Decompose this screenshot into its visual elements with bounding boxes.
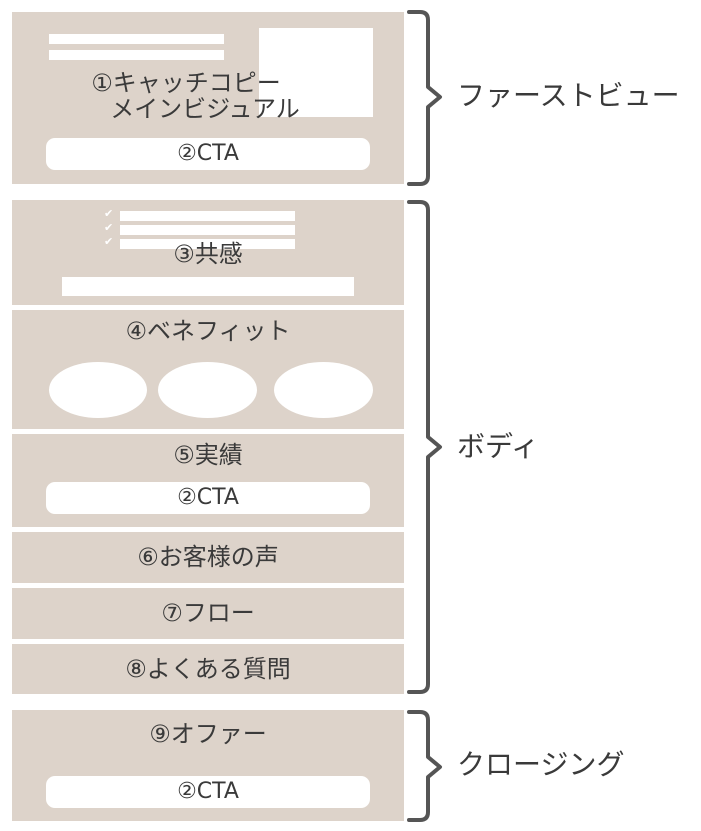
flow-label: ⑦フロー [161,599,255,627]
checklist-bar-2 [120,225,295,235]
body-group-label: ボディ [457,430,540,463]
check-icon: ✔ [104,235,114,248]
closing-brace [407,710,442,822]
offer-section: ⑨オファー ②CTA [12,710,404,821]
check-icon: ✔ [104,207,114,220]
cta-button: ②CTA [46,138,370,170]
faq-section: ⑧よくある質問 [12,644,404,694]
benefit-oval-1 [49,362,147,418]
faq-label: ⑧よくある質問 [125,655,291,683]
first-view-group-label: ファーストビュー [457,79,680,112]
checklist-bar-3 [120,239,295,249]
cta-button: ②CTA [46,776,370,808]
closing-group-label: クロージング [457,748,625,781]
main-visual-label: メインビジュアル [110,95,300,123]
catchcopy-label: ①キャッチコピー [91,69,281,97]
headline-placeholder-bar-2 [49,50,224,60]
customer-voice-section: ⑥お客様の声 [12,532,404,583]
benefit-label: ④ベネフィット [125,317,291,345]
results-label: ⑤実績 [173,441,243,469]
results-section: ⑤実績 ②CTA [12,434,404,527]
headline-placeholder-bar-1 [49,34,224,44]
first-view-section: ①キャッチコピー メインビジュアル ②CTA [12,12,404,184]
flow-section: ⑦フロー [12,588,404,639]
empathy-label: ③共感 [173,240,243,268]
empathy-section: ✔ ✔ ✔ ③共感 [12,200,404,305]
checklist-bar-1 [120,211,295,221]
benefit-oval-3 [274,362,373,418]
offer-label: ⑨オファー [149,720,267,748]
empathy-text-bar [62,277,354,296]
cta-button: ②CTA [46,482,370,514]
check-icon: ✔ [104,221,114,234]
body-brace [407,200,442,694]
customer-voice-label: ⑥お客様の声 [137,543,279,571]
benefit-oval-2 [158,362,257,418]
first-view-brace [407,10,442,186]
benefit-section: ④ベネフィット [12,310,404,429]
main-visual-placeholder [259,28,373,117]
